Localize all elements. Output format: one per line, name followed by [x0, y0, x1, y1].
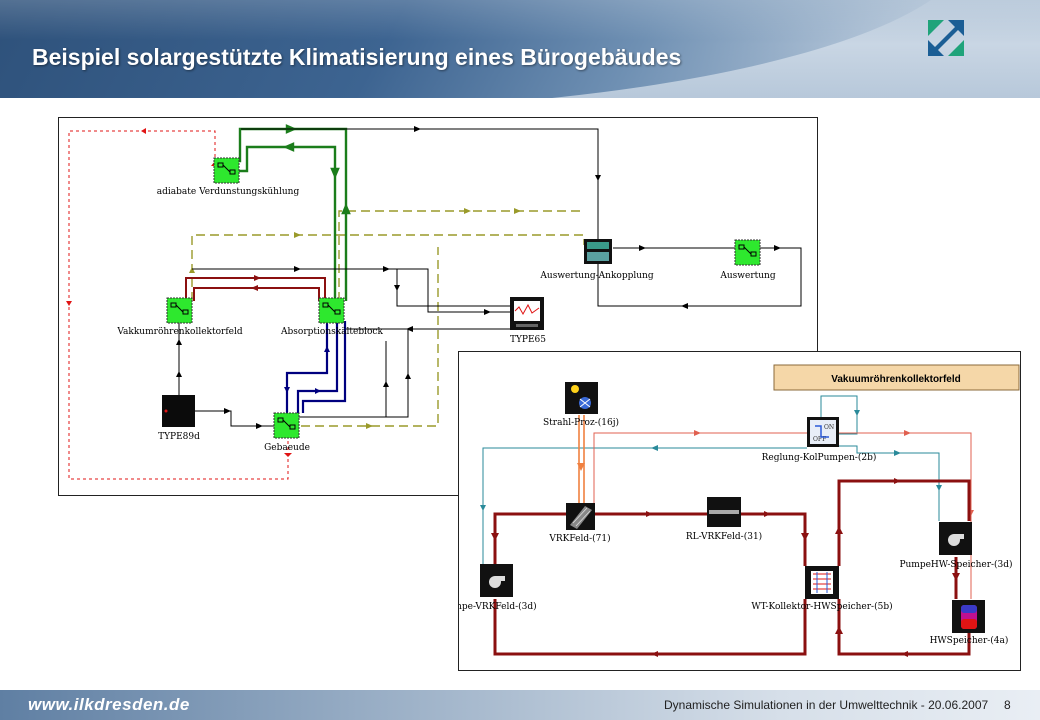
black-link [178, 128, 802, 427]
inset-header-box: Vakuumröhrenkollektorfeld [773, 364, 1020, 391]
ankopplung-calculator-icon[interactable] [584, 239, 612, 264]
strahl-radiation-icon[interactable] [565, 382, 598, 414]
regelung-controller-icon[interactable]: ON OFF [807, 417, 839, 447]
slide-title: Beispiel solargestützte Klimatisierung e… [32, 44, 682, 70]
pumpehw-pump-icon[interactable] [939, 522, 972, 555]
footer-caption: Dynamische Simulationen in der Umwelttec… [664, 698, 989, 712]
vakkum-block-icon[interactable] [166, 297, 193, 324]
vakkum-label: Vakkumröhrenkollektorfeld [116, 327, 243, 337]
teal-control-link [482, 395, 940, 564]
absorption-label: Absorptionskälteblock [280, 327, 383, 337]
green-link [227, 124, 351, 301]
strahl-label: Strahl-Proz-(16j) [543, 417, 619, 428]
rlvrk-label: RL-VRKFeld-(31) [686, 531, 762, 542]
gebaeude-block-icon[interactable] [273, 412, 300, 439]
orange-radiation-link [578, 415, 585, 506]
type89d-weather-icon[interactable] [162, 395, 195, 427]
header-gloss [0, 0, 1040, 40]
auswertung-label: Auswertung [719, 271, 775, 281]
pumpevrk-label: mpe-VRKFeld-(3d) [459, 601, 537, 612]
pumpehw-label: PumpeHW-Speicher-(3d) [899, 559, 1012, 570]
type89d-label: TYPE89d [158, 432, 200, 442]
rlvrk-pipe-icon[interactable] [707, 497, 741, 527]
regler-on-text: ON [824, 424, 834, 431]
inset-diagram-svg: Vakuumröhrenkollektorfeld [453, 364, 1020, 657]
type65-plotter-icon[interactable] [510, 297, 544, 330]
inset-diagram-panel: Vakuumröhrenkollektorfeld [453, 351, 1021, 671]
hwspeicher-label: HWSpeicher-(4a) [930, 635, 1009, 646]
pumpevrk-pump-icon[interactable] [480, 564, 513, 597]
vrkfeld-collector-icon[interactable] [566, 503, 595, 530]
ilk-logo-icon [928, 20, 964, 56]
main-diagram-svg: adiabate Verdunstungskühlung Vakkumröhre… [66, 124, 802, 480]
adiabate-label: adiabate Verdunstungskühlung [157, 187, 300, 197]
adiabate-block-icon[interactable] [213, 157, 240, 184]
absorption-block-icon[interactable] [318, 297, 345, 324]
page-number: 8 [1004, 698, 1011, 712]
type65-label: TYPE65 [510, 335, 546, 345]
slide-footer: www.ilkdresden.de Dynamische Simulatione… [0, 690, 1040, 720]
wt-label: WT-Kollektor-HWSpeicher-(5b) [751, 601, 892, 612]
regler-off-text: OFF [813, 436, 826, 443]
hwspeicher-tank-icon[interactable] [952, 600, 985, 633]
regelung-label: Reglung-KolPumpen-(2b) [762, 452, 877, 463]
ankopplung-label: Auswertung-Ankopplung [539, 271, 653, 281]
footer-url[interactable]: www.ilkdresden.de [28, 695, 190, 714]
vrkfeld-label: VRKFeld-(71) [548, 533, 610, 544]
wt-heat-exchanger-icon[interactable] [805, 566, 839, 599]
gebaeude-label: Gebaeude [264, 443, 310, 453]
slide-header: Beispiel solargestützte Klimatisierung e… [0, 0, 1040, 98]
inset-header-title: Vakuumröhrenkollektorfeld [831, 374, 960, 385]
auswertung-block-icon[interactable] [734, 239, 761, 266]
